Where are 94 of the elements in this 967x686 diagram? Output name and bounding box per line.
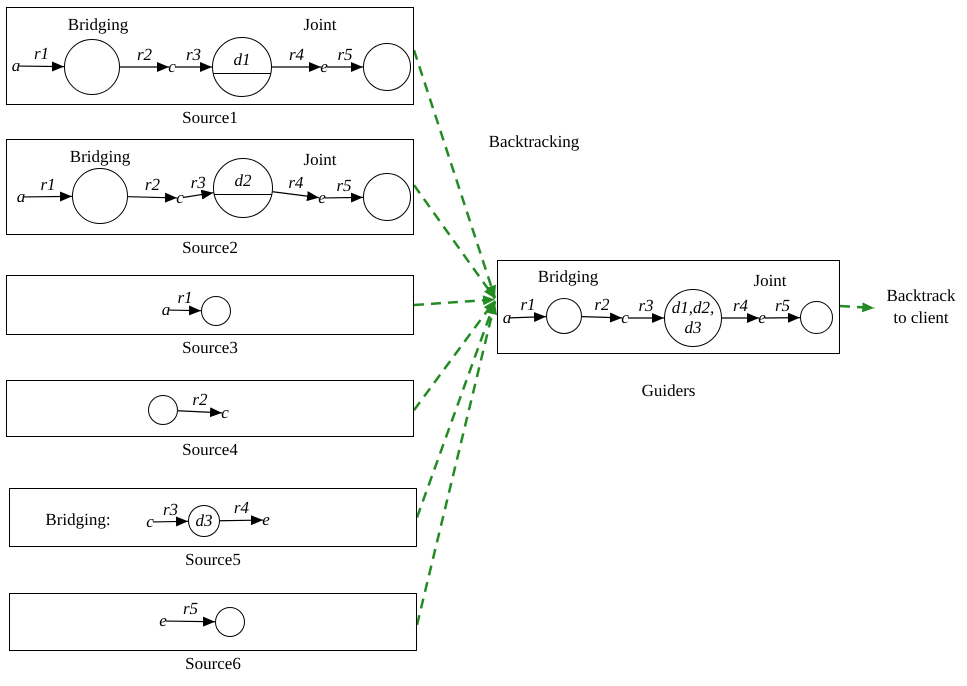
arrow bbox=[272, 191, 320, 202]
arrow bbox=[178, 407, 222, 418]
panel-caption: Source4 bbox=[181, 440, 239, 460]
variable-label: c bbox=[144, 512, 156, 532]
variable-label: e bbox=[318, 57, 330, 77]
state-circle bbox=[363, 43, 411, 91]
section-label: Bridging bbox=[68, 15, 128, 35]
circle-label: d3 bbox=[196, 511, 212, 531]
state-circle bbox=[546, 298, 582, 334]
arrow bbox=[840, 302, 874, 312]
edge-label: r3 bbox=[162, 500, 178, 519]
variable-label: e bbox=[756, 308, 768, 328]
arrow bbox=[168, 305, 202, 316]
variable-label: c bbox=[166, 57, 178, 77]
edge-label: r5 bbox=[337, 46, 353, 64]
arrow bbox=[19, 61, 64, 72]
circle-label: d1 bbox=[234, 50, 250, 70]
arrow bbox=[765, 312, 800, 323]
section-label: Bridging bbox=[538, 267, 598, 287]
arrow bbox=[582, 312, 622, 322]
circle-label: d1,d2, d3 bbox=[670, 298, 716, 338]
output-label: Backtrack to client bbox=[880, 285, 962, 331]
state-circle bbox=[64, 39, 120, 95]
variable-label: a bbox=[501, 308, 513, 328]
panel-caption: Source1 bbox=[181, 108, 239, 128]
variable-label: a bbox=[10, 56, 22, 76]
edge-label: r1 bbox=[177, 289, 193, 308]
arrow bbox=[722, 313, 759, 323]
arrow bbox=[413, 300, 496, 411]
edge-label: r3 bbox=[190, 174, 206, 192]
arrow bbox=[24, 192, 72, 202]
arrow bbox=[120, 62, 169, 72]
arrow bbox=[412, 184, 496, 300]
arrow bbox=[272, 62, 321, 72]
section-label: Bridging bbox=[70, 147, 130, 167]
edge-label: r2 bbox=[144, 176, 160, 194]
edge-label: r5 bbox=[336, 176, 352, 195]
arrow bbox=[324, 192, 364, 203]
circle-label: d2 bbox=[234, 171, 252, 191]
state-circle bbox=[188, 505, 220, 537]
section-label: Backtracking bbox=[488, 132, 580, 152]
edge-label: r4 bbox=[288, 46, 304, 64]
edge-label: r1 bbox=[40, 176, 56, 194]
state-circle bbox=[215, 607, 245, 637]
variable-label: e bbox=[316, 188, 328, 208]
panel-caption: Source5 bbox=[184, 550, 242, 570]
variable-label: c bbox=[174, 188, 186, 208]
state-circle bbox=[664, 289, 722, 347]
state-circle bbox=[148, 395, 178, 425]
panel-caption: Guiders bbox=[640, 381, 696, 401]
variable-label: c bbox=[619, 308, 631, 328]
state-circle bbox=[213, 158, 273, 218]
section-label: Bridging: bbox=[45, 510, 111, 530]
state-circle bbox=[72, 168, 128, 224]
variable-label: e bbox=[157, 611, 169, 631]
state-circle bbox=[363, 173, 411, 221]
arrow bbox=[182, 190, 214, 200]
section-label: Joint bbox=[303, 15, 337, 35]
state-circle bbox=[201, 296, 231, 326]
arrow bbox=[510, 312, 546, 322]
edge-label: r1 bbox=[520, 296, 536, 314]
edge-label: r2 bbox=[594, 296, 610, 314]
arrow bbox=[175, 62, 212, 72]
variable-label: e bbox=[260, 510, 272, 530]
arrow bbox=[327, 62, 363, 72]
panel-caption: Source6 bbox=[184, 654, 242, 674]
edge-label: r4 bbox=[234, 499, 250, 518]
panel-caption: Source3 bbox=[181, 338, 239, 358]
edge-label: r4 bbox=[732, 297, 748, 315]
arrow bbox=[220, 515, 263, 526]
edge-label: r2 bbox=[192, 390, 208, 409]
arrow bbox=[628, 313, 664, 323]
edge-label: r1 bbox=[34, 45, 50, 64]
section-label: Joint bbox=[303, 150, 337, 170]
edge-label: r4 bbox=[288, 174, 304, 192]
state-circle bbox=[212, 37, 272, 97]
variable-label: a bbox=[15, 187, 27, 207]
arrow bbox=[128, 192, 178, 203]
edge-label: r3 bbox=[186, 46, 202, 64]
arrow bbox=[414, 295, 496, 306]
arrow bbox=[412, 50, 496, 298]
arrow bbox=[416, 300, 496, 518]
arrow bbox=[416, 302, 497, 626]
variable-label: a bbox=[160, 300, 172, 320]
arrow bbox=[152, 516, 188, 527]
variable-label: c bbox=[219, 403, 231, 423]
panel-caption: Source2 bbox=[181, 238, 239, 258]
edge-label: r5 bbox=[774, 296, 790, 315]
arrow bbox=[166, 616, 215, 627]
edge-label: r3 bbox=[638, 297, 654, 315]
edge-label: r2 bbox=[136, 46, 152, 64]
section-label: Joint bbox=[753, 271, 787, 291]
edge-label: r5 bbox=[182, 600, 198, 618]
state-circle bbox=[800, 301, 833, 334]
